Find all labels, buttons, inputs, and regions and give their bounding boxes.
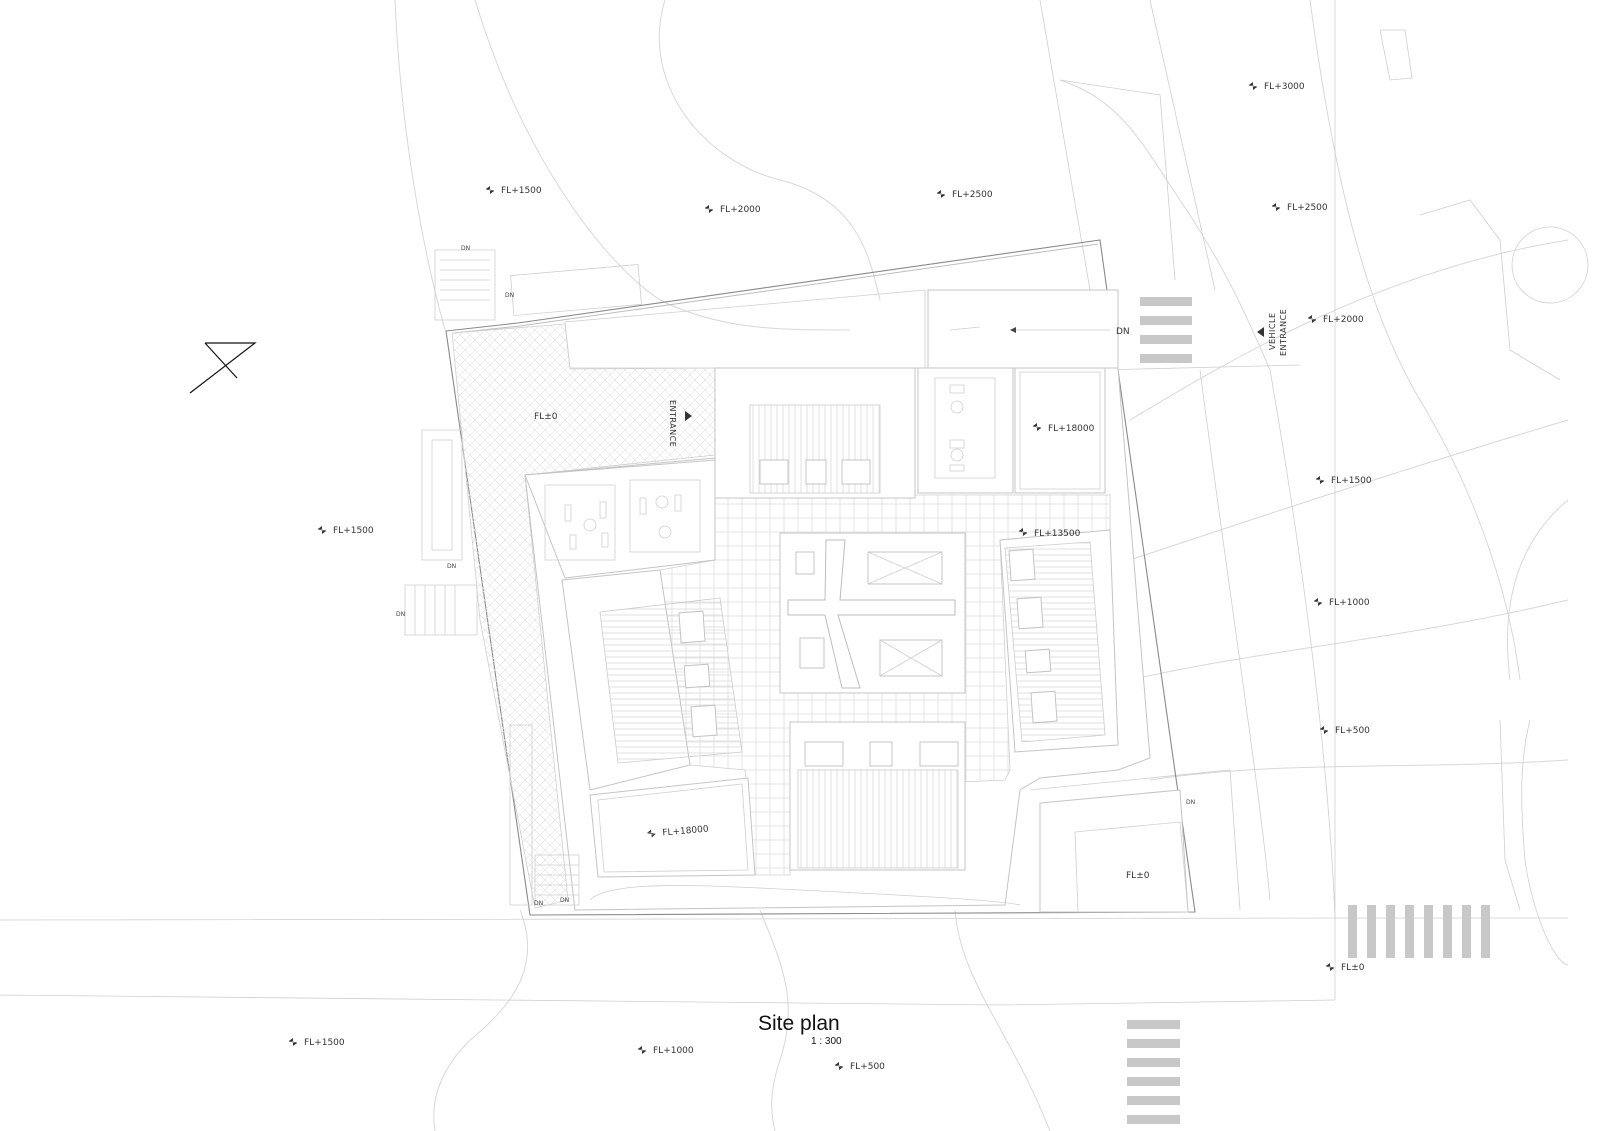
dn-label: DN — [505, 292, 514, 299]
svg-text:FL+18000: FL+18000 — [662, 825, 709, 839]
level-markers: FL+1500 FL+2000 FL+2500 FL+3000 FL+2500 … — [288, 81, 1372, 1072]
level-marker-fl-1000-s: FL+1000 — [637, 1045, 694, 1056]
crosswalk-east — [1140, 297, 1192, 363]
level-marker-fl-0-se: FL±0 — [1325, 962, 1365, 973]
level-marker-icon — [834, 1061, 844, 1071]
svg-text:FL+1000: FL+1000 — [1329, 598, 1370, 608]
level-marker-icon — [288, 1037, 298, 1047]
level-marker-icon — [704, 204, 714, 214]
level-marker-fl-2000-e: FL+2000 — [1307, 314, 1364, 325]
svg-text:FL+500: FL+500 — [850, 1062, 885, 1072]
svg-text:FL±0: FL±0 — [1341, 963, 1365, 973]
level-marker-icon — [1271, 202, 1281, 212]
terrain-contours — [394, 0, 1569, 1131]
svg-text:FL+1500: FL+1500 — [501, 186, 542, 196]
dn-label: DN — [560, 897, 569, 904]
level-marker-fl-18000-ne: FL+18000 — [1032, 422, 1095, 434]
svg-text:FL±0: FL±0 — [534, 412, 558, 422]
svg-text:FL+500: FL+500 — [1335, 726, 1370, 736]
drawing-scale: 1 : 300 — [811, 1036, 842, 1047]
level-marker-fl-3000-ne: FL+3000 — [1248, 81, 1305, 92]
level-marker-fl-1500-nw: FL+1500 — [485, 185, 542, 196]
level-marker-fl-2500-e: FL+2500 — [1271, 202, 1328, 213]
level-marker-fl-13500: FL+13500 — [1018, 527, 1081, 539]
svg-text:FL+18000: FL+18000 — [1048, 424, 1095, 434]
level-marker-icon — [1248, 81, 1258, 91]
level-marker-icon — [485, 185, 495, 195]
level-marker-fl-2000-n: FL+2000 — [704, 204, 761, 215]
vehicle-entrance-label: VEHICLE ENTRANCE — [1268, 309, 1288, 356]
crosswalk-southeast — [1348, 905, 1490, 958]
svg-text:FL±0: FL±0 — [1126, 871, 1150, 881]
triangle-arrow-icon — [685, 411, 692, 421]
level-marker-icon — [317, 525, 327, 535]
dn-label: DN — [1186, 799, 1195, 806]
level-marker-fl-2500-n: FL+2500 — [936, 189, 993, 200]
level-marker-fl-0-courtyard: FL±0 — [1126, 871, 1150, 881]
level-marker-fl-0-entrance: FL±0 — [534, 412, 558, 422]
north-arrow-icon — [189, 342, 257, 394]
svg-text:FL+1000: FL+1000 — [653, 1046, 694, 1056]
level-marker-icon — [936, 189, 946, 199]
level-marker-fl-18000-sw: FL+18000 — [646, 825, 709, 839]
svg-text:FL+1500: FL+1500 — [333, 526, 374, 536]
drawing-title: Site plan — [758, 1012, 840, 1035]
dn-label: DN — [461, 245, 470, 252]
svg-text:FL+3000: FL+3000 — [1264, 82, 1305, 92]
level-marker-icon — [1315, 475, 1325, 485]
level-marker-icon — [1325, 962, 1335, 972]
svg-text:ENTRANCE: ENTRANCE — [668, 400, 677, 447]
dn-label: DN — [534, 900, 543, 907]
svg-text:VEHICLE: VEHICLE — [1268, 313, 1277, 351]
dn-label: DN — [447, 563, 456, 570]
svg-text:FL+1500: FL+1500 — [304, 1038, 345, 1048]
furniture-nw — [564, 494, 682, 550]
svg-text:FL+2500: FL+2500 — [952, 190, 993, 200]
dn-label: DN — [1116, 327, 1130, 337]
triangle-arrow-icon — [1257, 327, 1264, 337]
roads — [0, 0, 1589, 1006]
level-marker-fl-1000-e: FL+1000 — [1313, 597, 1370, 608]
level-marker-fl-1500-e: FL+1500 — [1315, 475, 1372, 486]
svg-text:FL+1500: FL+1500 — [1331, 476, 1372, 486]
level-marker-icon — [1313, 597, 1323, 607]
svg-text:FL+2500: FL+2500 — [1287, 203, 1328, 213]
dn-label: DN — [396, 611, 405, 618]
level-marker-fl-1500-sw: FL+1500 — [288, 1037, 345, 1048]
west-stairs — [404, 249, 642, 906]
svg-text:FL+2000: FL+2000 — [1323, 315, 1364, 325]
level-marker-fl-1500-w: FL+1500 — [317, 525, 374, 536]
furniture-ne — [949, 384, 965, 472]
level-marker-icon — [637, 1045, 647, 1055]
crosswalk-south — [1127, 1020, 1180, 1124]
level-marker-fl-500-e: FL+500 — [1319, 725, 1370, 736]
svg-text:ENTRANCE: ENTRANCE — [1279, 309, 1288, 356]
svg-text:FL+13500: FL+13500 — [1034, 529, 1081, 539]
svg-text:FL+2000: FL+2000 — [720, 205, 761, 215]
entrance-label: ENTRANCE — [668, 400, 677, 447]
level-marker-fl-500-s: FL+500 — [834, 1061, 885, 1072]
